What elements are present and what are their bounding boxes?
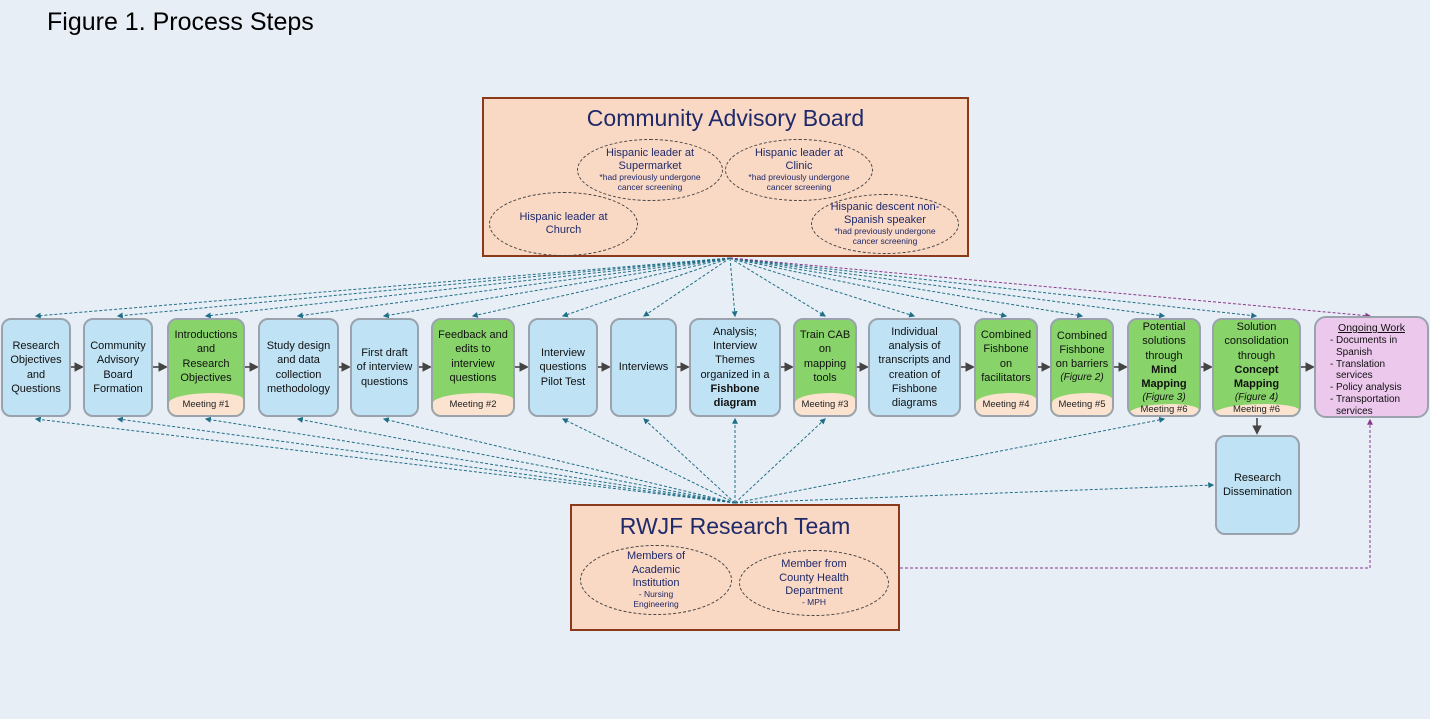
rwjf-connector [643, 418, 736, 504]
rwjf-connector [34, 416, 736, 504]
process-step-8: Interviews [610, 318, 677, 417]
ongoing-item: Policy analysis [1330, 382, 1423, 394]
rwjf-connector [382, 417, 736, 504]
cab-connector [561, 257, 731, 318]
cab-connector [729, 257, 1166, 319]
step-label: Interviews [618, 361, 669, 374]
rwjf-connector [561, 418, 736, 504]
figure-title: Figure 1. Process Steps [47, 8, 314, 36]
ongoing-item: Transportation services [1330, 394, 1423, 418]
ongoing-work-title: Ongoing Work [1338, 322, 1405, 334]
rwjf-connector [734, 418, 826, 504]
ongoing-item: Translation services [1330, 359, 1423, 383]
cab-title: Community Advisory Board [586, 105, 865, 131]
cab-connector [729, 257, 1372, 319]
cab-connector [382, 257, 731, 319]
cab-connector [729, 257, 1084, 319]
meeting-label: Meeting #4 [976, 393, 1036, 415]
meeting-label: Meeting #5 [1052, 393, 1112, 415]
cab-connector [471, 257, 731, 318]
cab-connector [116, 257, 731, 319]
ongoing-work-box: Ongoing Work Documents in Spanish Transl… [1314, 316, 1429, 418]
cab-connector [204, 257, 731, 319]
cab-connector [729, 257, 1008, 318]
cab-connector [729, 257, 1258, 319]
meeting-label: Meeting #2 [433, 393, 513, 415]
rwjf-connector [204, 416, 736, 504]
rwjf-connector [734, 416, 1166, 504]
meeting-label: Meeting #3 [795, 393, 855, 415]
meeting-label: Meeting #6 [1129, 404, 1199, 415]
cab-member-non-spanish-speaker: Hispanic descent non-Spanish speaker *ha… [811, 194, 959, 254]
cab-connector [643, 257, 731, 317]
rwjf-connector [296, 416, 736, 504]
cab-connector [729, 257, 738, 318]
cab-connector [729, 257, 827, 317]
rwjf-to-ongoing-connector [900, 418, 1373, 569]
rwjf-title: RWJF Research Team [619, 513, 851, 539]
cab-connector [729, 257, 916, 318]
ongoing-item: Documents in Spanish [1330, 335, 1423, 359]
rwjf-connector [116, 416, 736, 504]
cab-connector [34, 257, 731, 319]
cab-connector [296, 257, 731, 319]
meeting-label: Meeting #6 [1214, 404, 1299, 415]
meeting-label: Meeting #1 [169, 393, 243, 415]
ongoing-work-list: Documents in Spanish Translation service… [1320, 335, 1423, 418]
rwjf-connector [734, 482, 1215, 504]
